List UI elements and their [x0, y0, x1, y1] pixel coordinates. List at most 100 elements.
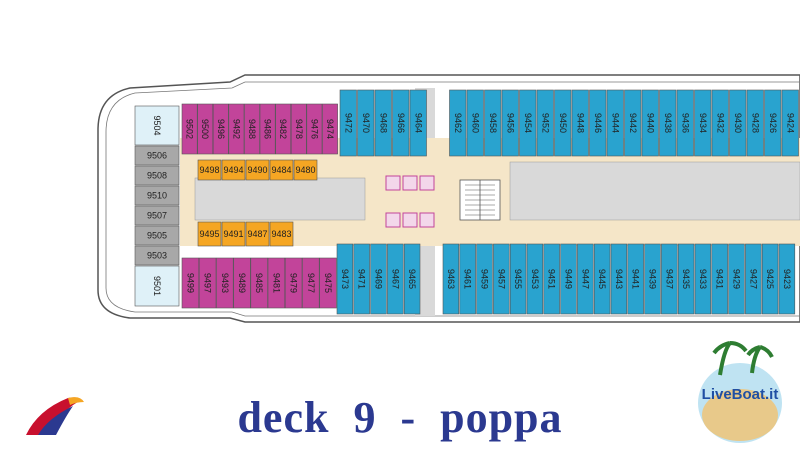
cabin-9443[interactable]: 9443 [610, 243, 628, 315]
cabin-9447[interactable]: 9447 [577, 243, 594, 315]
cabin-9501[interactable]: 9501 [134, 265, 180, 307]
cabin-9439[interactable]: 9439 [644, 243, 661, 315]
cabin-9465[interactable]: 9465 [403, 243, 421, 315]
cabin-9438[interactable]: 9438 [659, 89, 677, 157]
cabin-9433[interactable]: 9433 [694, 243, 712, 315]
cabin-9436[interactable]: 9436 [676, 89, 694, 157]
cabin-9457[interactable]: 9457 [493, 243, 510, 315]
cabin-9449[interactable]: 9449 [560, 243, 577, 315]
cabin-9461[interactable]: 9461 [459, 243, 476, 315]
cabin-9434[interactable]: 9434 [694, 89, 712, 157]
cabin-number: 9462 [453, 113, 463, 133]
cabin-9463[interactable]: 9463 [442, 243, 460, 315]
cabin-9448[interactable]: 9448 [571, 89, 589, 157]
cabin-9504[interactable]: 9504 [134, 105, 180, 146]
cabin-9472[interactable]: 9472 [339, 89, 357, 157]
cabin-number: 9431 [715, 269, 725, 289]
cabin-9423[interactable]: 9423 [778, 243, 796, 315]
cabin-number: 9492 [231, 119, 241, 139]
cabin-9456[interactable]: 9456 [501, 89, 519, 157]
cabin-number: 9501 [152, 276, 162, 296]
cabin-9473[interactable]: 9473 [336, 243, 354, 315]
cabin-9466[interactable]: 9466 [392, 89, 410, 157]
cabin-9459[interactable]: 9459 [476, 243, 493, 315]
cabin-9446[interactable]: 9446 [589, 89, 607, 157]
cabin-9441[interactable]: 9441 [627, 243, 644, 315]
cabin-9502[interactable]: 9502 [181, 103, 198, 155]
cabin-9432[interactable]: 9432 [711, 89, 729, 157]
cabin-9454[interactable]: 9454 [519, 89, 537, 157]
cabin-9437[interactable]: 9437 [661, 243, 678, 315]
cabin-9429[interactable]: 9429 [728, 243, 745, 315]
cabin-9455[interactable]: 9455 [509, 243, 527, 315]
cabin-9435[interactable]: 9435 [677, 243, 695, 315]
cabin-9458[interactable]: 9458 [484, 89, 502, 157]
cabin-9480[interactable]: 9480 [293, 159, 318, 181]
cabin-9489[interactable]: 9489 [233, 257, 251, 309]
cabin-9425[interactable]: 9425 [761, 243, 779, 315]
cabin-9464[interactable]: 9464 [409, 89, 427, 157]
cabin-9477[interactable]: 9477 [302, 257, 320, 309]
cabin-9481[interactable]: 9481 [267, 257, 286, 309]
cabin-9476[interactable]: 9476 [306, 103, 323, 155]
cabin-9483[interactable]: 9483 [269, 221, 294, 247]
cabin-9452[interactable]: 9452 [536, 89, 554, 157]
cabin-9496[interactable]: 9496 [212, 103, 229, 155]
cabin-9491[interactable]: 9491 [221, 221, 246, 247]
cabin-9500[interactable]: 9500 [197, 103, 214, 155]
cabin-9485[interactable]: 9485 [250, 257, 268, 309]
cabin-9506[interactable]: 9506 [134, 145, 180, 166]
cabin-9475[interactable]: 9475 [319, 257, 337, 309]
cabin-9493[interactable]: 9493 [216, 257, 234, 309]
cabin-9430[interactable]: 9430 [729, 89, 747, 157]
cabin-number: 9463 [446, 269, 456, 289]
cabin-9424[interactable]: 9424 [781, 89, 799, 157]
cabin-9445[interactable]: 9445 [593, 243, 611, 315]
cabin-9488[interactable]: 9488 [244, 103, 260, 155]
cabin-9499[interactable]: 9499 [181, 257, 200, 309]
cabin-9467[interactable]: 9467 [387, 243, 404, 315]
cabin-9444[interactable]: 9444 [606, 89, 624, 157]
cabin-9507[interactable]: 9507 [134, 205, 180, 226]
cabin-number: 9497 [203, 273, 213, 293]
cabin-9427[interactable]: 9427 [745, 243, 762, 315]
cabin-9492[interactable]: 9492 [228, 103, 245, 155]
cabin-9510[interactable]: 9510 [134, 185, 180, 206]
cabin-9495[interactable]: 9495 [197, 221, 222, 247]
cabin-9478[interactable]: 9478 [290, 103, 307, 155]
cabin-9487[interactable]: 9487 [245, 221, 270, 247]
cabin-9451[interactable]: 9451 [543, 243, 560, 315]
cabin-9494[interactable]: 9494 [221, 159, 246, 181]
cabin-9469[interactable]: 9469 [370, 243, 387, 315]
cabin-9453[interactable]: 9453 [526, 243, 544, 315]
cabin-9482[interactable]: 9482 [275, 103, 292, 155]
cabin-9468[interactable]: 9468 [374, 89, 392, 157]
cabin-9474[interactable]: 9474 [322, 103, 338, 155]
cabin-9440[interactable]: 9440 [641, 89, 659, 157]
cabin-9442[interactable]: 9442 [624, 89, 642, 157]
cabin-9505[interactable]: 9505 [134, 225, 180, 246]
cabin-9486[interactable]: 9486 [259, 103, 276, 155]
cabin-number: 9504 [152, 115, 162, 135]
corridor [509, 161, 800, 221]
cabin-number: 9496 [216, 119, 226, 139]
carnival-logo-icon [26, 397, 84, 435]
cabin-9460[interactable]: 9460 [466, 89, 484, 157]
cabin-9498[interactable]: 9498 [197, 159, 222, 181]
cabin-9462[interactable]: 9462 [449, 89, 467, 157]
cabin-9484[interactable]: 9484 [269, 159, 294, 181]
cabin-9426[interactable]: 9426 [764, 89, 782, 157]
cabin-9503[interactable]: 9503 [134, 245, 180, 266]
cabin-9431[interactable]: 9431 [711, 243, 728, 315]
cabin-9508[interactable]: 9508 [134, 165, 180, 186]
cabin-number: 9503 [147, 251, 167, 261]
cabin-9490[interactable]: 9490 [245, 159, 270, 181]
cabin-number: 9435 [681, 269, 691, 289]
cabin-9497[interactable]: 9497 [198, 257, 217, 309]
cabin-number: 9452 [540, 113, 550, 133]
cabin-9470[interactable]: 9470 [357, 89, 375, 157]
cabin-9428[interactable]: 9428 [746, 89, 764, 157]
cabin-9471[interactable]: 9471 [353, 243, 370, 315]
cabin-9450[interactable]: 9450 [554, 89, 572, 157]
cabin-9479[interactable]: 9479 [284, 257, 303, 309]
